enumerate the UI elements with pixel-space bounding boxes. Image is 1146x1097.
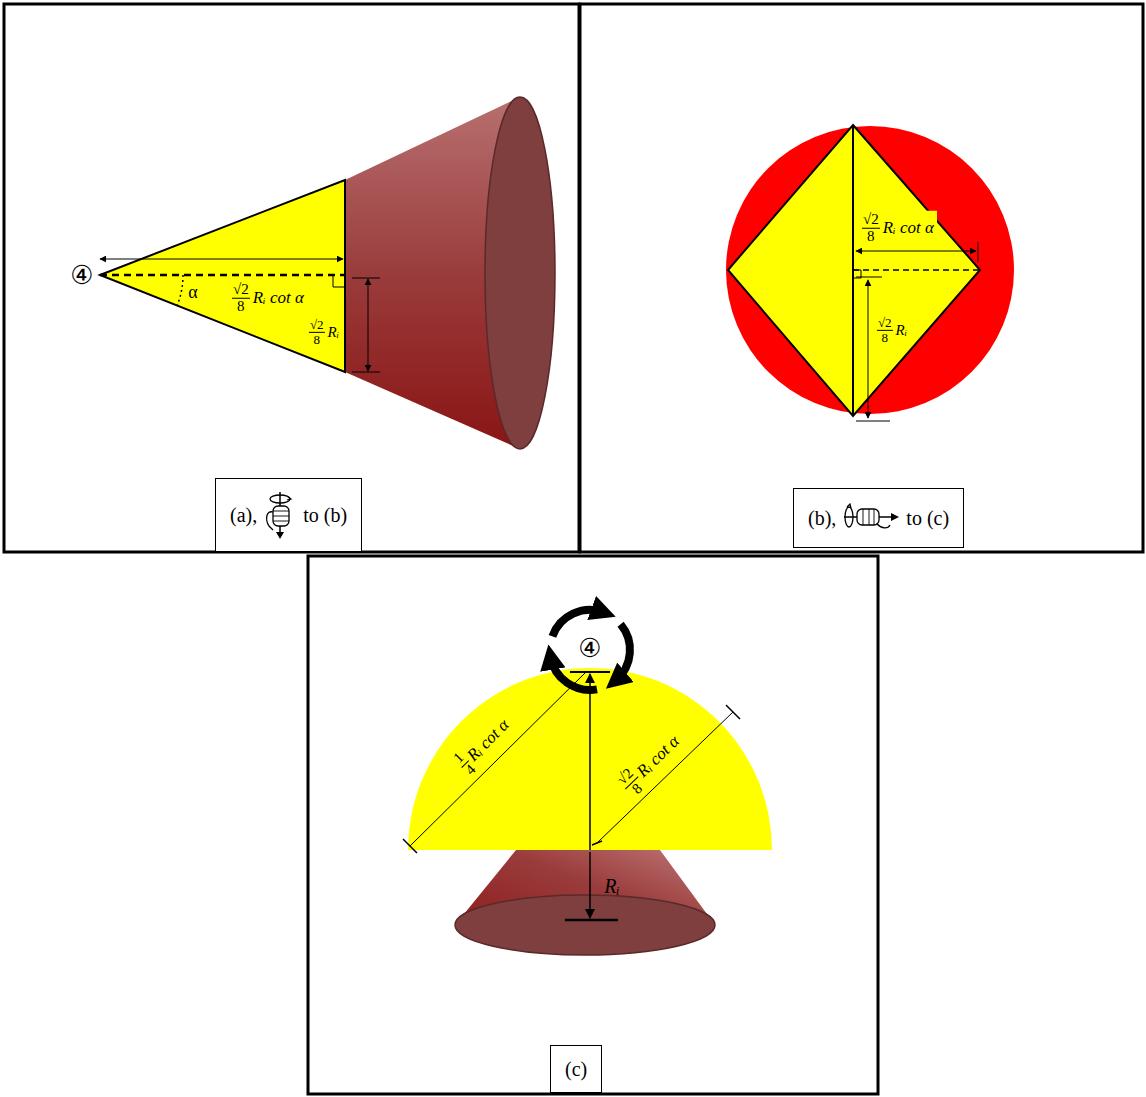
symbol-label: Rᵢ [604, 875, 619, 898]
dimension-label: √28Rᵢ cot α [232, 282, 304, 315]
callout-number: ④ [70, 260, 93, 290]
fraction-numerator: √2 [232, 282, 250, 299]
panel-b-figure [726, 125, 1014, 421]
fraction: √28 [862, 212, 880, 245]
dimension-tick [352, 278, 380, 279]
angle-arc [177, 275, 183, 306]
caption-text: (b), [808, 507, 836, 530]
caption-box: (a), to (b) [215, 478, 362, 552]
panel-frame [4, 4, 579, 552]
radius-arrow [589, 852, 591, 918]
dimension-label: √28Rᵢ cot α [859, 211, 937, 246]
panel-c-figure [403, 610, 772, 955]
dimension-line [410, 672, 586, 846]
rotation-arrows [551, 610, 630, 690]
symbol-label: Rᵢ [604, 875, 619, 898]
section-half-disc [408, 668, 772, 850]
dimension-line [597, 712, 733, 843]
cone-base [485, 97, 555, 449]
callout-number: ④ [578, 633, 601, 663]
dimension-symbol: Rᵢ [328, 324, 340, 341]
fraction-numerator: √2 [877, 316, 893, 331]
dashed-line [853, 269, 980, 271]
fraction: √28 [877, 316, 893, 344]
panel-frame [308, 556, 878, 1094]
dimension-label: √28Rᵢ [877, 316, 907, 344]
fraction: √28 [309, 318, 325, 346]
section-diamond [728, 125, 980, 416]
right-hand-rule-icon [263, 490, 297, 540]
dimension-tick [856, 421, 890, 422]
dimension-symbol: Rᵢ [896, 322, 908, 339]
dimension-tick [978, 242, 979, 262]
symbol-label: α [188, 282, 197, 303]
dimension-line [868, 280, 869, 418]
caption-text: to (b) [303, 504, 347, 527]
fraction-denominator: 8 [880, 331, 889, 345]
dimension-line [368, 279, 369, 371]
fraction-denominator: 8 [312, 333, 321, 347]
dimension-tick [856, 277, 882, 278]
dimension-symbol: Rᵢ cot α [253, 288, 304, 308]
fraction-denominator: 8 [866, 229, 876, 245]
cone-body [455, 850, 715, 955]
caption-box: (b), to (c) [793, 488, 964, 548]
dimension-tick [565, 919, 618, 922]
caption-text: (c) [565, 1058, 587, 1081]
fraction-denominator: 8 [236, 299, 246, 315]
symbol-label: α [188, 282, 197, 303]
caption-text: (a), [230, 504, 257, 527]
fraction-numerator: √2 [862, 212, 880, 229]
panel-frame [580, 4, 1143, 552]
dimension-tick [352, 372, 380, 373]
panel-a-figure [100, 97, 555, 449]
dimension-label: √28Rᵢ [309, 318, 339, 346]
right-angle-mark [333, 275, 345, 287]
right-hand-rule-icon [842, 503, 900, 533]
fraction: √28 [232, 282, 250, 315]
dimension-line [856, 251, 976, 252]
axis-arrow [589, 674, 591, 850]
dimension-tick [726, 705, 740, 719]
section-triangle [100, 180, 345, 372]
cone-base [455, 895, 715, 955]
caption-box: (c) [550, 1045, 602, 1093]
dimension-tick [592, 841, 602, 845]
cone-body [345, 97, 555, 449]
callout-number: ④ [578, 633, 601, 663]
icon-holder [836, 503, 906, 533]
callout-number: ④ [70, 260, 93, 290]
dimension-tick [403, 839, 417, 853]
caption-text: to (c) [906, 507, 949, 530]
icon-holder [257, 490, 303, 540]
dimension-line [100, 259, 343, 260]
dimension-tick [570, 671, 610, 673]
dimension-symbol: Rᵢ cot α [883, 218, 934, 238]
dimension-tick [345, 250, 346, 268]
fraction-numerator: √2 [309, 318, 325, 333]
axis-line [100, 274, 345, 277]
